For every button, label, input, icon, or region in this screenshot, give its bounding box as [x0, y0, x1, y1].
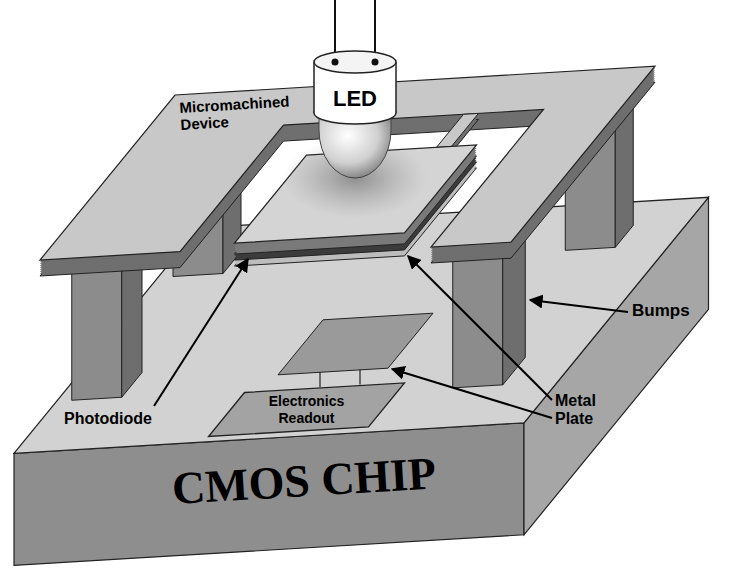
leader-arrow: [408, 256, 552, 400]
led-edge: [395, 62, 397, 113]
node-text: Electronics Readout: [247, 393, 367, 425]
led-terminal: [332, 59, 339, 66]
readout-wire: [319, 372, 320, 387]
beam-top: [437, 113, 479, 147]
readout-plate: [209, 383, 405, 437]
led-edge: [313, 62, 315, 113]
led-top: [314, 51, 396, 73]
device-label: Micromachined Device: [179, 91, 321, 134]
metal-plate-label: Metal Plate: [555, 392, 615, 429]
frame-top: [40, 66, 655, 260]
chip-metal-plate: [278, 313, 433, 375]
readout-box: Electronics Readout: [208, 382, 405, 437]
leader-arrow: [530, 300, 628, 312]
leader-arrow: [392, 369, 552, 418]
chip-label: CMOS CHIP: [171, 450, 438, 512]
led-body: LED: [313, 50, 397, 125]
node-text: LED: [333, 86, 377, 111]
leader-arrow: [154, 259, 248, 406]
bumps-label: Bumps: [632, 301, 690, 321]
photodiode-label: Photodiode: [64, 410, 152, 428]
led-terminal: [372, 59, 379, 66]
readout-wire: [359, 370, 360, 385]
